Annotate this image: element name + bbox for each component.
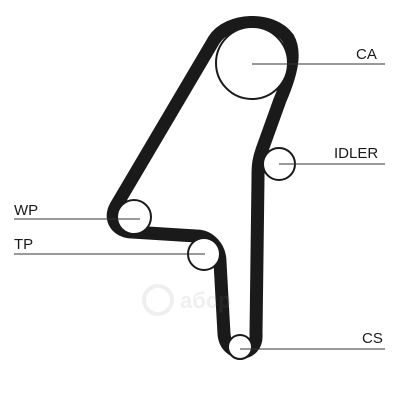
timing-belt <box>106 16 299 359</box>
pulley-wp <box>116 199 152 235</box>
watermark-text: aбcp <box>180 288 232 313</box>
label-wp: WP <box>14 202 39 219</box>
label-idler: IDLER <box>334 145 379 162</box>
pulley-ca <box>215 26 289 100</box>
label-tp: TP <box>14 236 34 253</box>
watermark-logo: aбcp <box>142 284 232 316</box>
label-ca: CA <box>356 46 377 63</box>
pulley-cs <box>227 334 253 360</box>
label-cs: CS <box>362 330 383 347</box>
